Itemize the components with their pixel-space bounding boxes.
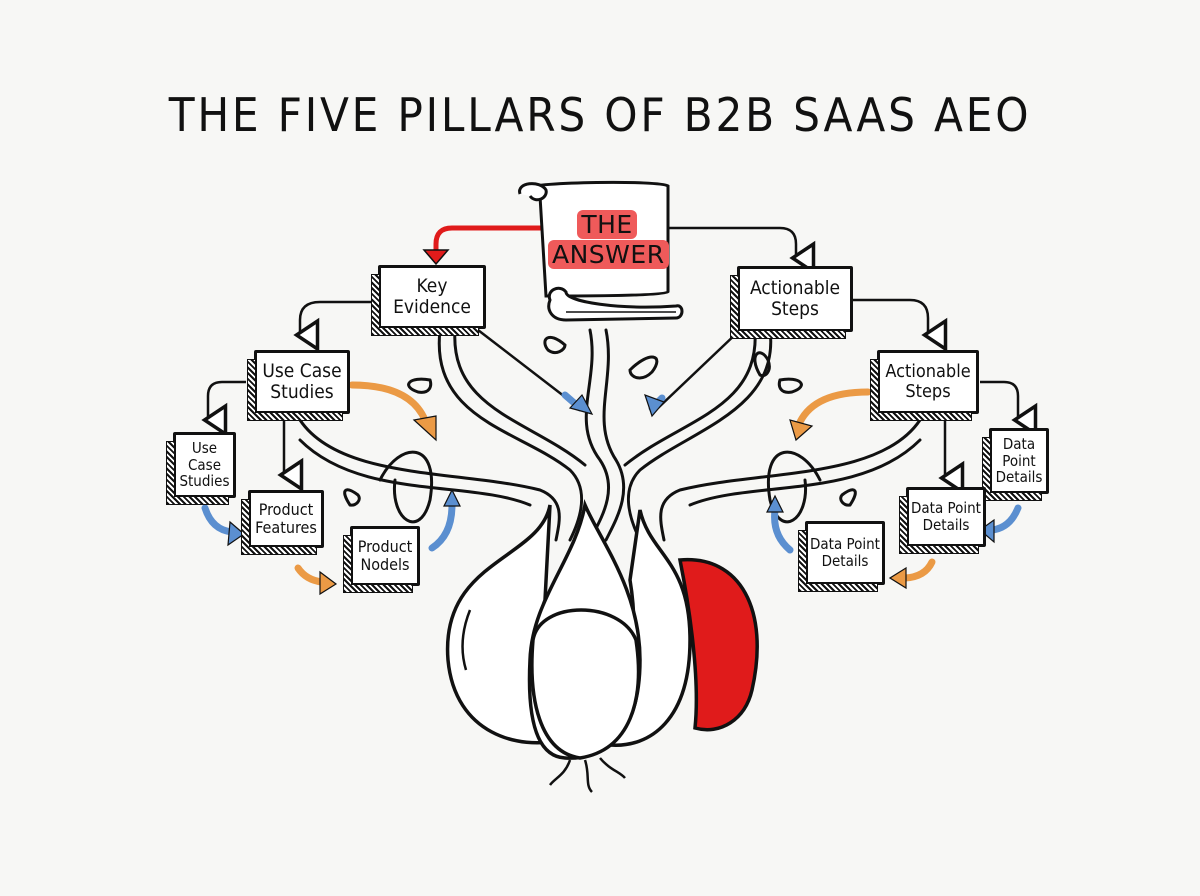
tangled-roots-icon (298, 328, 922, 542)
garlic-roots (548, 757, 626, 793)
node-data-point-details-mid[interactable]: Data Point Details (899, 487, 986, 554)
arrow-actionable-diag (657, 329, 741, 409)
arrow-keyev-to-usecase (293, 300, 378, 353)
node-key-evidence[interactable]: Key Evidence (371, 265, 486, 336)
orange-arrowheads (319, 415, 907, 596)
node-label: Product Nodels (357, 537, 413, 574)
node-label: Actionable Steps (885, 360, 971, 402)
diagram-title: THE FIVE PILLARS OF B2B SAAS AEO (168, 88, 1032, 142)
arrow-answer-to-actionable (668, 226, 816, 276)
connector-arrows (201, 226, 1038, 496)
node-actionable-steps-mid[interactable]: Actionable Steps (870, 350, 979, 421)
node-label: Actionable Steps (749, 276, 841, 320)
node-label: Data Point Details (911, 499, 981, 534)
node-data-point-details-low[interactable]: Data Point Details (798, 521, 885, 592)
arrow-usecase-to-small (201, 380, 246, 438)
node-label: Data Point Details (810, 535, 880, 570)
node-use-case-studies[interactable]: Use Case Studies (247, 350, 350, 421)
answer-line-1: THE (577, 210, 637, 239)
node-label: Data Point Details (995, 434, 1043, 487)
node-actionable-steps-top[interactable]: Actionable Steps (730, 266, 853, 339)
center-answer-label: THE ANSWER (548, 210, 669, 270)
answer-line-2: ANSWER (548, 240, 669, 269)
node-label: Product Features (255, 500, 317, 537)
node-product-nodels[interactable]: Product Nodels (343, 526, 420, 593)
node-label: Use Case Studies (262, 359, 342, 403)
node-data-point-details-right[interactable]: Data Point Details (982, 428, 1049, 501)
blue-arrowheads (227, 393, 995, 547)
red-arrow (422, 225, 545, 266)
garlic-bulb-icon (445, 498, 759, 760)
node-use-case-studies-small[interactable]: Use Case Studies (166, 432, 236, 505)
arrow-actionable-to-details-right (980, 380, 1038, 438)
node-label: Use Case Studies (179, 438, 230, 491)
arrow-actionable-to-actionable (852, 298, 948, 353)
node-product-features[interactable]: Product Features (241, 490, 324, 555)
node-label: Key Evidence (393, 274, 471, 318)
